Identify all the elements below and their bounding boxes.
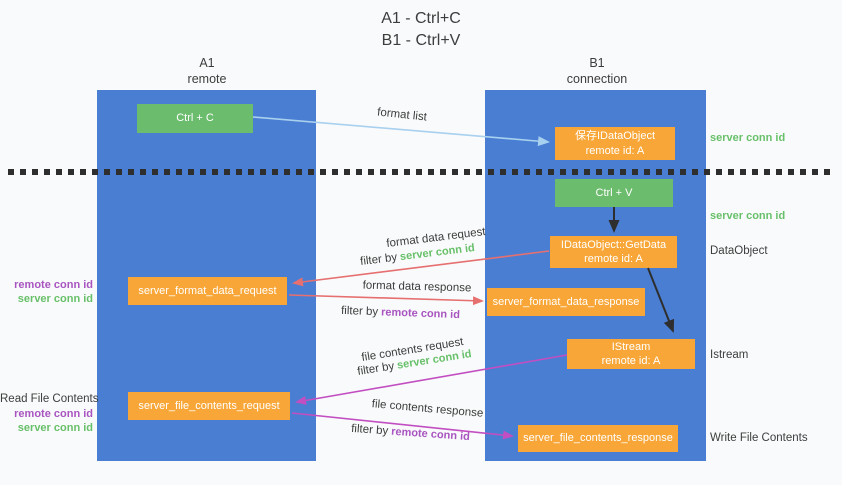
remote-conn-id-filter-2: remote conn id <box>390 425 471 444</box>
istream-line1: IStream <box>611 340 651 353</box>
title-line-2: B1 - Ctrl+V <box>381 31 461 49</box>
lane-b1-name: B1 <box>589 56 605 70</box>
dashed-separator-line <box>8 169 834 175</box>
format-data-response-arrow <box>288 294 484 306</box>
save-idataobject-line2: remote id: A <box>585 144 645 157</box>
server-conn-id-annotation-mid: server conn id <box>710 210 786 222</box>
left-conn-ids-top: remote conn id server conn id <box>0 279 93 307</box>
filter-by-text-4: filter by <box>350 422 389 438</box>
istream-line2: remote id: A <box>601 355 661 367</box>
lane-b1-subtitle: connection <box>566 72 628 87</box>
left-annotations-bottom: Read File Contents remote conn id server… <box>0 392 99 436</box>
istream-annotation: Istream <box>710 349 749 361</box>
server-format-data-request-box: server_format_data_request <box>128 277 287 305</box>
ctrl-v-box: Ctrl + V <box>555 179 673 207</box>
server-conn-id-annotation-left-bottom: server conn id <box>17 422 93 435</box>
lane-header-a1: A1 remote <box>137 55 277 88</box>
server-file-contents-response-label: server_file_contents_response <box>523 432 673 445</box>
lane-a1-subtitle: remote <box>187 72 227 87</box>
ctrl-c-label: Ctrl + C <box>176 112 214 125</box>
filter-by-text-2: filter by <box>340 304 379 319</box>
server-format-data-response-label: server_format_data_response <box>492 295 640 308</box>
format-data-response-label: format data response <box>362 279 472 295</box>
server-file-contents-request-label: server_file_contents_request <box>138 399 280 412</box>
server-format-data-request-label: server_format_data_request <box>138 284 277 297</box>
format-list-label: format list <box>376 106 428 124</box>
remote-conn-id-annotation-top: remote conn id <box>14 279 93 291</box>
istream-box: IStream remote id: A <box>567 339 695 369</box>
server-format-data-response-box: server_format_data_response <box>487 288 645 316</box>
save-idataobject-box: 保存IDataObject remote id: A <box>555 127 675 160</box>
getdata-box: IDataObject::GetData remote id: A <box>550 236 677 268</box>
diagram-title: A1 - Ctrl+C B1 - Ctrl+V <box>0 8 842 51</box>
read-file-contents-annotation: Read File Contents <box>0 393 99 405</box>
file-contents-response-label: file contents response <box>371 398 484 420</box>
server-conn-id-annotation-top: server conn id <box>710 132 786 144</box>
getdata-line1: IDataObject::GetData <box>560 238 667 251</box>
write-file-contents-annotation: Write File Contents <box>710 432 808 444</box>
title-line-1: A1 - Ctrl+C <box>381 10 461 27</box>
save-idataobject-line1: 保存IDataObject <box>574 130 656 143</box>
lane-a1-name: A1 <box>199 56 215 70</box>
remote-conn-id-filter-1: remote conn id <box>380 306 461 322</box>
remote-conn-id-annotation-bottom: remote conn id <box>14 407 93 420</box>
lane-header-b1: B1 connection <box>527 55 667 88</box>
server-file-contents-response-box: server_file_contents_response <box>518 425 678 452</box>
filter-by-text-1: filter by <box>359 251 398 268</box>
getdata-line2: remote id: A <box>584 253 643 265</box>
server-conn-id-annotation-left-top: server conn id <box>17 292 93 305</box>
dataobject-annotation: DataObject <box>710 245 768 257</box>
ctrl-v-label: Ctrl + V <box>595 186 633 199</box>
ctrl-c-box: Ctrl + C <box>137 104 253 133</box>
server-file-contents-request-box: server_file_contents_request <box>128 392 290 420</box>
